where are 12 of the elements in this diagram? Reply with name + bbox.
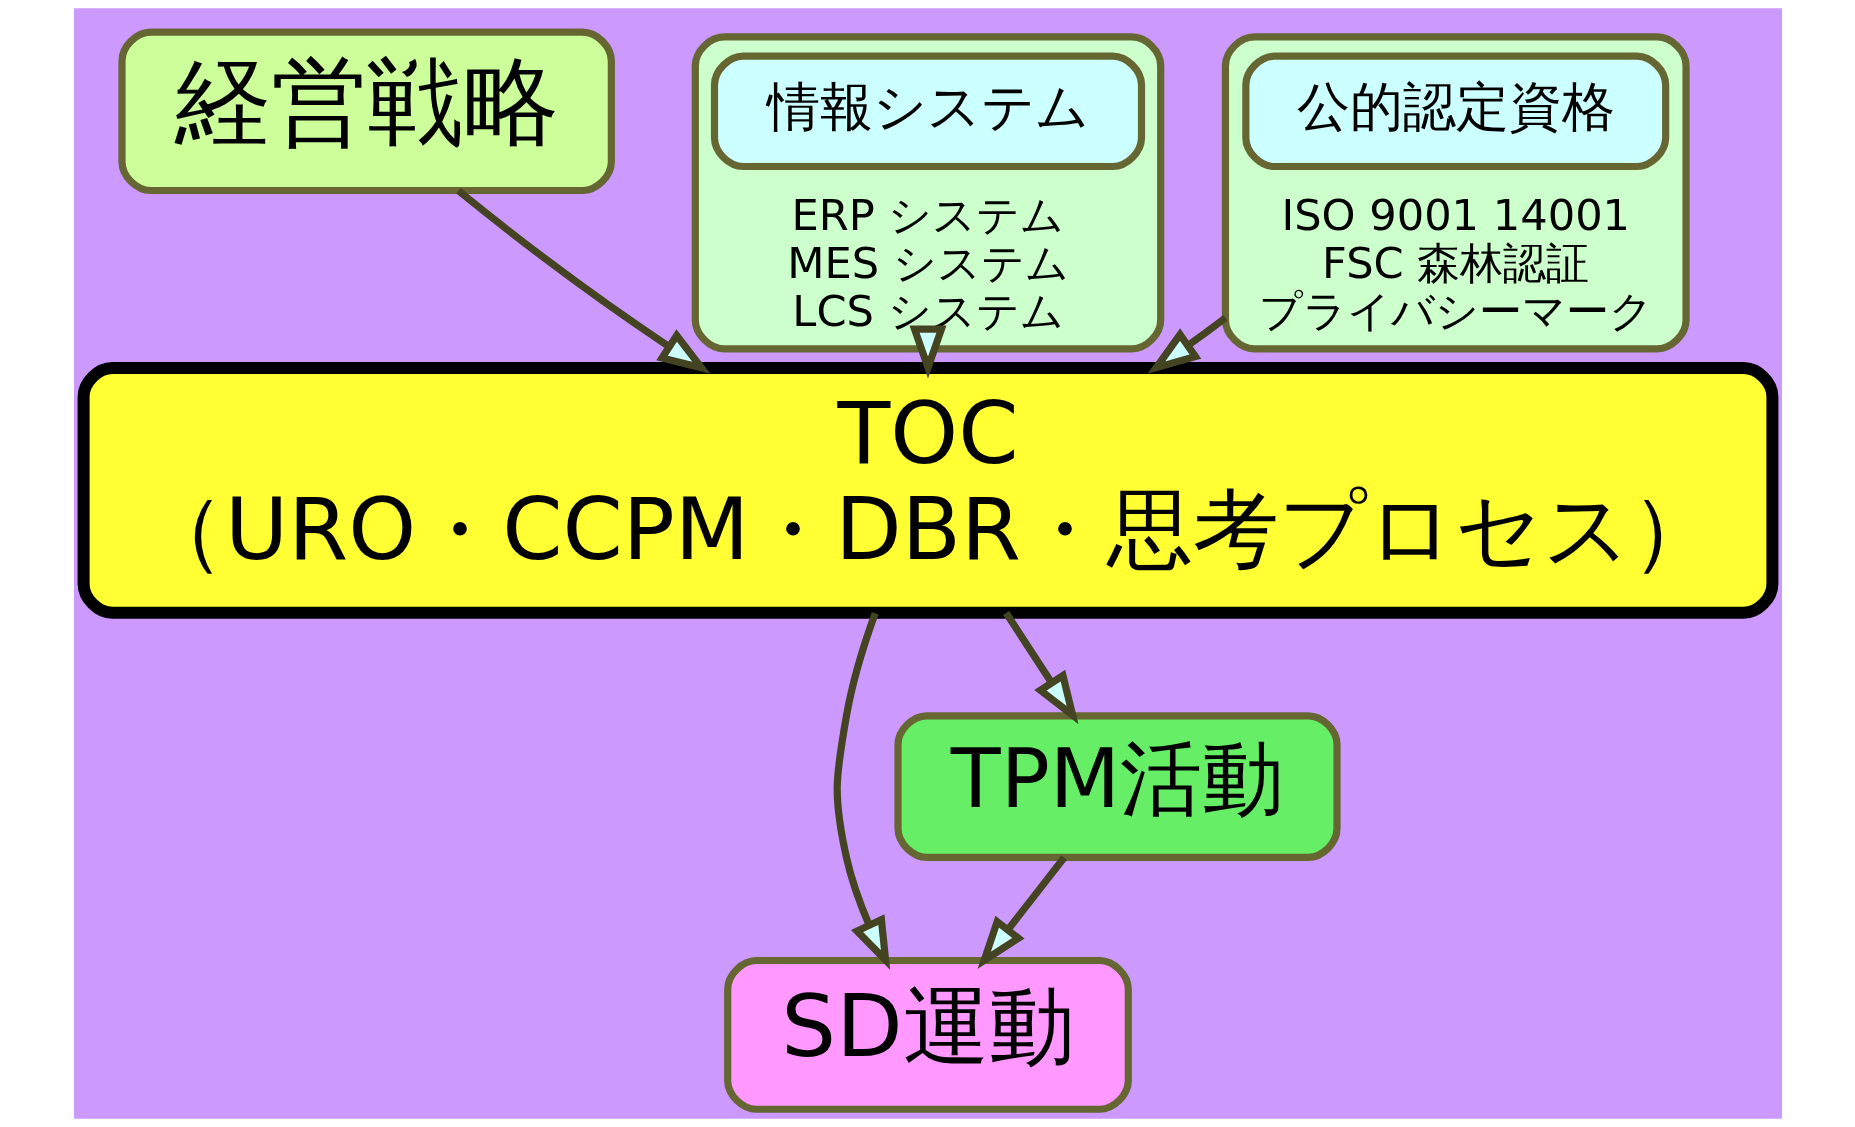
node-box: 経営戦略 bbox=[117, 28, 615, 195]
node-box: 情報システム bbox=[710, 52, 1145, 171]
node-box: 公的認定資格 bbox=[1241, 52, 1669, 171]
arrow bbox=[909, 325, 946, 379]
arrow bbox=[977, 855, 1067, 969]
arrow bbox=[1002, 611, 1079, 725]
node-box: TPM活動 bbox=[893, 712, 1341, 861]
arrow bbox=[1146, 314, 1228, 374]
node-box: TOC （URO・CCPM・DBR・思考プロセス） bbox=[77, 362, 1778, 619]
arrow bbox=[455, 188, 711, 374]
arrow bbox=[833, 612, 890, 970]
node-box: SD運動 bbox=[723, 956, 1132, 1113]
